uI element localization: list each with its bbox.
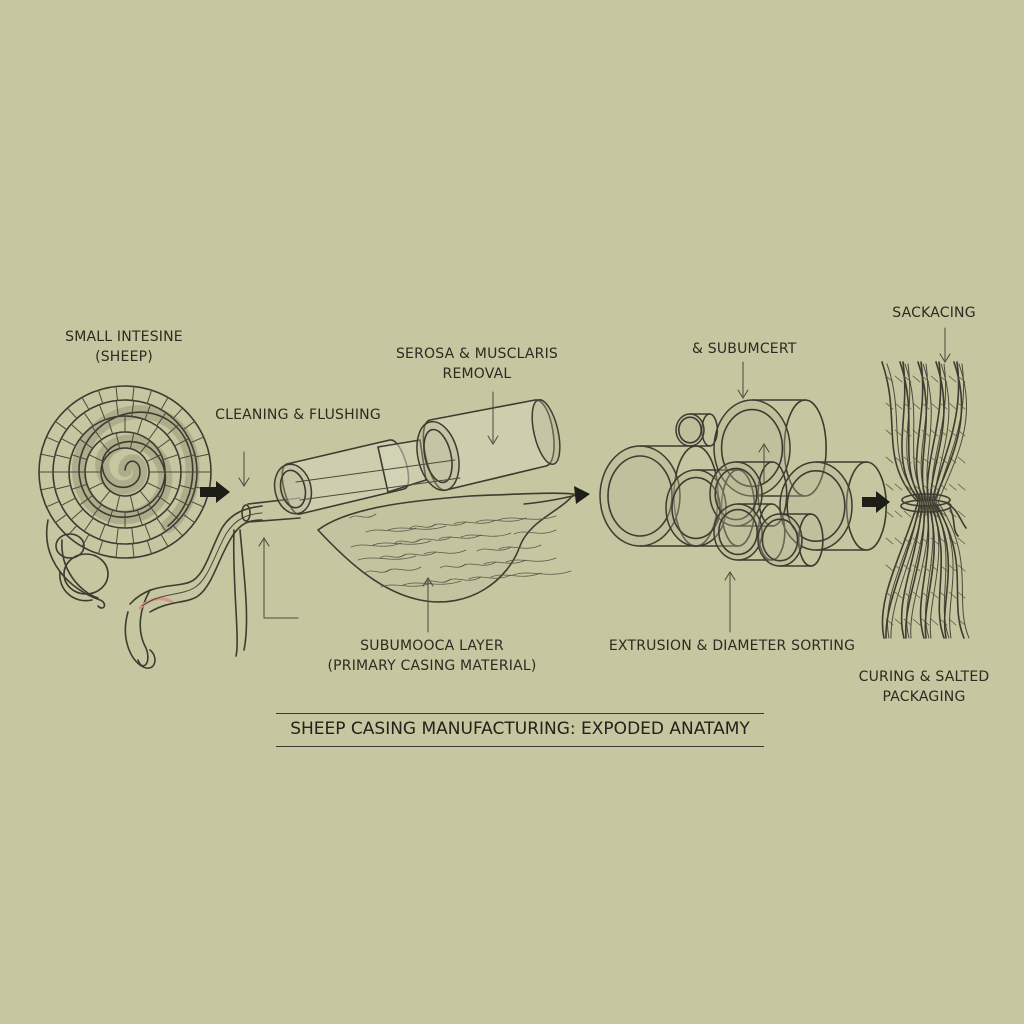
label-submucosa-layer: SUBUMOOCA LAYER (PRIMARY CASING MATERIAL… — [327, 638, 537, 674]
label-extrusion-sorting: EXTRUSION & DIAMETER SORTING — [608, 638, 856, 654]
extrusion-rings-illustration — [599, 399, 888, 567]
cleaning-strand-illustration — [124, 497, 301, 669]
serosa-removal-tubes-illustration — [273, 398, 561, 515]
intestine-coil-illustration — [38, 385, 212, 609]
label-curing-packaging: CURING & SALTED PACKAGING — [858, 669, 990, 705]
arrow-right-icon — [574, 486, 590, 504]
label-cleaning-flushing: CLEANING & FLUSHING — [215, 407, 381, 423]
arrow-right-icon — [200, 481, 230, 503]
casing-bundle-illustration — [881, 361, 970, 639]
submucosa-sheet-illustration — [317, 492, 575, 603]
flow-arrows — [200, 327, 951, 633]
label-sackacing: SACKACING — [892, 305, 976, 321]
arrow-right-icon — [862, 491, 890, 513]
label-small-intestine: SMALL INTESINE (SHEEP) — [65, 329, 183, 365]
label-subumcert: & SUBUMCERT — [692, 341, 797, 357]
label-serosa-removal: SEROSA & MUSCLARIS REMOVAL — [395, 346, 559, 382]
diagram-title: SHEEP CASING MANUFACTURING: EXPODED ANAT… — [276, 713, 764, 747]
